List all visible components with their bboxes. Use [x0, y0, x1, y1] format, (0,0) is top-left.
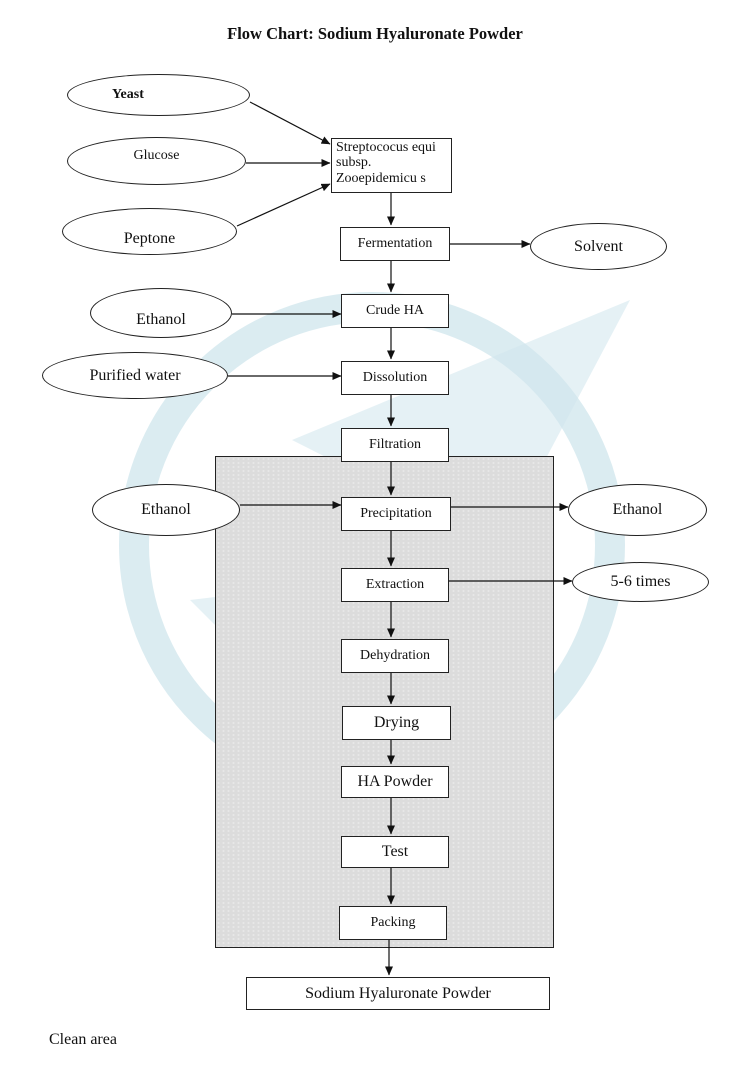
step-precipitation-box: Precipitation — [341, 497, 451, 531]
clean-area-legend: Clean area — [49, 1031, 117, 1048]
step-dissolution-box: Dissolution — [341, 361, 449, 395]
input-glucose-oval: Glucose — [67, 137, 246, 185]
step-packing-box: Packing — [339, 906, 447, 940]
arrow-peptone-to-strain — [236, 183, 331, 227]
step-extraction-box: Extraction — [341, 568, 449, 602]
final-product-box: Sodium Hyaluronate Powder — [246, 977, 550, 1010]
input-peptone-oval: Peptone — [62, 208, 237, 255]
step-strain-box: Streptococus equi subsp. Zooepidemicu s — [331, 138, 452, 193]
input-ethanol-precipitation-oval: Ethanol — [92, 484, 240, 536]
output-ethanol-oval: Ethanol — [568, 484, 707, 536]
step-test-box: Test — [341, 836, 449, 868]
output-solvent-oval: Solvent — [530, 223, 667, 270]
step-ha-powder-box: HA Powder — [341, 766, 449, 798]
output-times-oval: 5-6 times — [572, 562, 709, 602]
step-filtration-box: Filtration — [341, 428, 449, 462]
step-dehydration-box: Dehydration — [341, 639, 449, 673]
step-fermentation-box: Fermentation — [340, 227, 450, 261]
input-purified-water-oval: Purified water — [42, 352, 228, 399]
input-yeast-oval: Yeast — [67, 74, 250, 116]
page-title: Flow Chart: Sodium Hyaluronate Powder — [227, 24, 523, 43]
arrow-yeast-to-strain — [249, 101, 331, 145]
step-crude-ha-box: Crude HA — [341, 294, 449, 328]
input-ethanol-crude-oval: Ethanol — [90, 288, 232, 338]
step-drying-box: Drying — [342, 706, 451, 740]
